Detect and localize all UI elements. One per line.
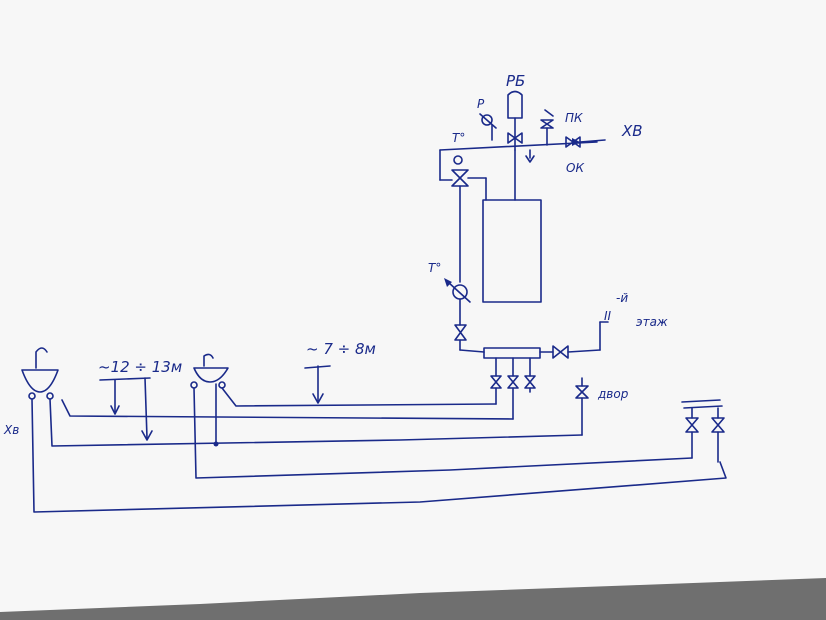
pressure-gauge-icon xyxy=(481,114,493,126)
tap-valve-1-icon xyxy=(685,417,699,433)
pipes xyxy=(31,383,727,513)
yard-valve-icon xyxy=(575,385,589,399)
left-faucet-icon xyxy=(35,347,48,369)
lower-manifold xyxy=(483,321,609,436)
boiler xyxy=(439,149,542,353)
manifold-body xyxy=(483,347,541,359)
top-assembly xyxy=(439,90,606,163)
label-xv: ХВ xyxy=(621,122,643,140)
fixtures xyxy=(21,347,229,400)
label-rb: РБ xyxy=(506,72,525,90)
middle-faucet-icon xyxy=(203,353,214,367)
label-yard: двор xyxy=(597,387,629,401)
tank-valve-icon xyxy=(507,132,523,144)
dimension-marks xyxy=(99,365,331,441)
outlet-valve-3-icon xyxy=(524,375,536,389)
mixer-thermometer-icon xyxy=(453,155,463,165)
label-dist-mid: ~ 7 ÷ 8м xyxy=(306,340,376,358)
pipe-yard xyxy=(49,398,583,447)
label-floor-ii: II xyxy=(604,309,612,323)
mixing-valve-icon xyxy=(451,169,469,187)
safety-valve-icon xyxy=(540,119,554,129)
label-pk: ПК xyxy=(565,111,583,125)
label-floor-word: этаж xyxy=(636,315,668,329)
label-floor-num: -й xyxy=(616,291,628,305)
right-valves xyxy=(681,399,725,463)
label-ok: ОК xyxy=(566,161,584,175)
label-t-mid: Т° xyxy=(428,261,441,275)
label-xv-left: Хв xyxy=(3,423,19,437)
floor-valve-icon xyxy=(552,345,569,359)
pipe-outer xyxy=(31,398,727,513)
outlet-valve-2-icon xyxy=(507,375,519,389)
outlet-valve-1-icon xyxy=(490,375,502,389)
boiler-tank xyxy=(482,199,542,303)
riser-valve-icon xyxy=(454,324,467,341)
labels: РБ Р ПК ХВ ОК Т° Т° -й II этаж ~12 ÷ 13м… xyxy=(3,72,668,437)
left-sink-icon xyxy=(21,369,59,393)
label-t-top: Т° xyxy=(452,131,465,145)
tap-valve-2-icon xyxy=(711,417,725,433)
middle-sink-icon xyxy=(193,367,229,383)
label-r: Р xyxy=(477,97,485,111)
expansion-tank-icon xyxy=(507,90,523,119)
label-dist-left: ~12 ÷ 13м xyxy=(98,358,182,376)
pipe-hot xyxy=(221,387,497,407)
pipe-lower xyxy=(193,387,693,479)
pipe-cold xyxy=(61,399,514,420)
